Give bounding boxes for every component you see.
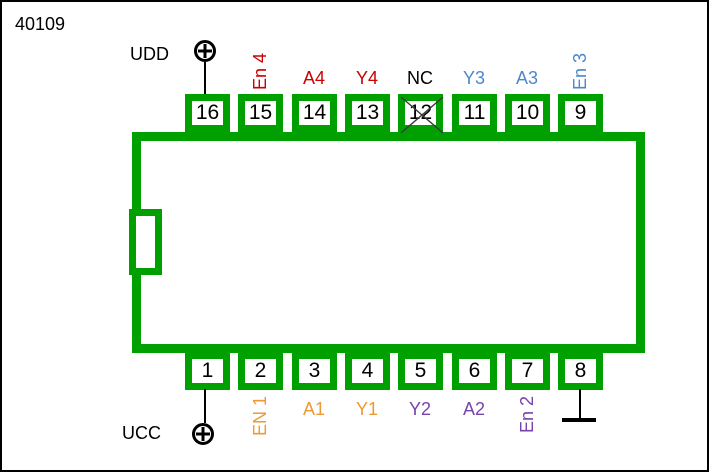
ucc-label: UCC	[122, 423, 161, 443]
pin-5: 5	[398, 352, 443, 390]
pin-6: 6	[452, 352, 497, 390]
label-y2: Y2	[408, 399, 432, 419]
pin-11: 11	[452, 94, 497, 132]
label-a1: A1	[302, 399, 326, 419]
pin-13: 13	[345, 94, 390, 132]
chip-title: 40109	[15, 14, 66, 34]
ground-wire	[579, 389, 581, 419]
label-nc: NC	[407, 68, 433, 88]
power-plus-icon	[191, 422, 215, 446]
pin-7: 7	[505, 352, 550, 390]
pin-8: 8	[558, 352, 603, 390]
label-y4: Y4	[355, 68, 379, 88]
pin-14: 14	[292, 94, 337, 132]
chip-body	[132, 132, 645, 353]
nc-cross-icon	[399, 95, 445, 140]
label-a2: A2	[462, 399, 486, 419]
label-y3: Y3	[462, 68, 486, 88]
label-en3: En 3	[570, 52, 590, 90]
label-en1: EN 1	[250, 396, 270, 437]
pin-9: 9	[558, 94, 603, 132]
power-plus-icon	[193, 39, 217, 63]
label-en4: En 4	[250, 52, 270, 90]
pin-15: 15	[238, 94, 283, 132]
ground-icon	[562, 418, 596, 422]
pin-16: 16	[185, 94, 230, 132]
label-a3: A3	[515, 68, 539, 88]
label-a4: A4	[302, 68, 326, 88]
pin-1: 1	[185, 352, 230, 390]
pin-10: 10	[505, 94, 550, 132]
udd-wire	[204, 62, 206, 95]
chip-notch-icon	[129, 209, 162, 275]
pin-4: 4	[345, 352, 390, 390]
pin-2: 2	[238, 352, 283, 390]
label-en2: En 2	[517, 396, 537, 434]
ucc-wire	[204, 389, 206, 423]
udd-label: UDD	[130, 44, 169, 64]
pin-3: 3	[292, 352, 337, 390]
label-y1: Y1	[355, 399, 379, 419]
